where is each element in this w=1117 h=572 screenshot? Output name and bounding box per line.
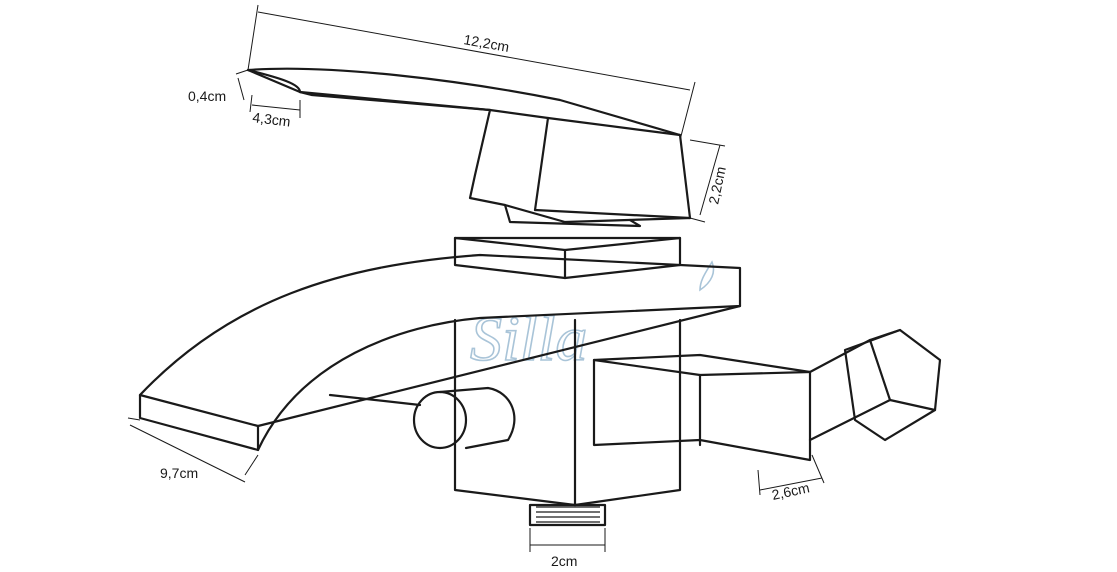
spout	[138, 253, 742, 452]
flange	[453, 236, 682, 280]
dim-handle-tip-length: 4,3cm	[252, 109, 292, 130]
diverter-knob	[412, 386, 516, 450]
dimension-lines	[127, 4, 825, 552]
dim-handle-length: 12,2cm	[462, 31, 510, 55]
dim-handle-tip-thickness: 0,4cm	[188, 88, 226, 104]
dim-connector-length: 2,6cm	[770, 479, 811, 503]
lever-handle	[246, 67, 692, 228]
connector-arm	[592, 328, 942, 462]
dim-thread-width: 2cm	[551, 553, 577, 569]
dim-handle-height: 2,2cm	[705, 165, 729, 206]
threaded-inlet	[528, 503, 607, 527]
watermark-logo: Silla	[469, 260, 715, 375]
dim-spout-width: 9,7cm	[160, 465, 198, 481]
